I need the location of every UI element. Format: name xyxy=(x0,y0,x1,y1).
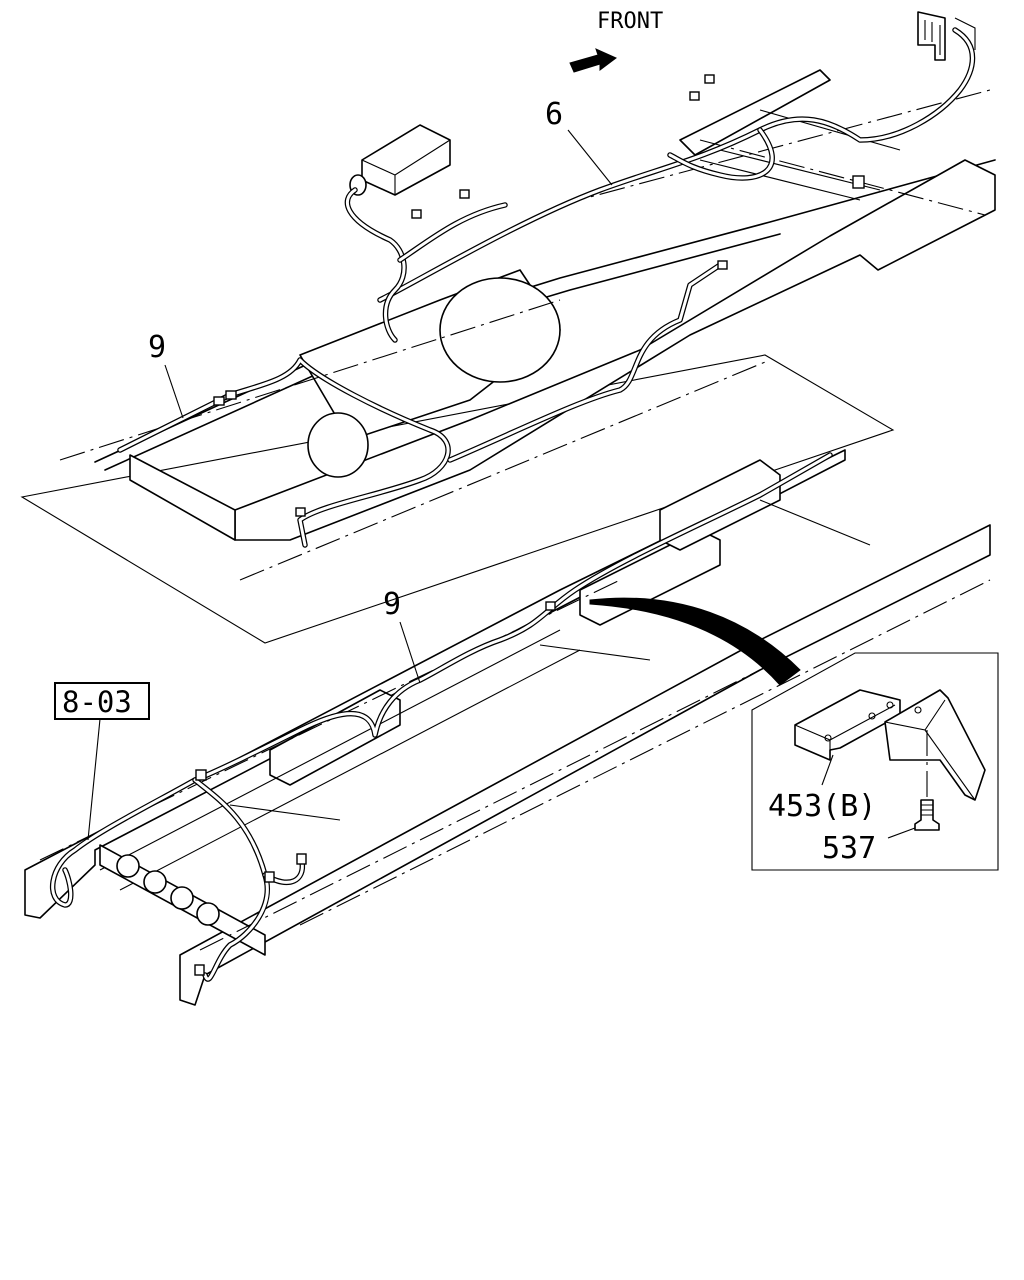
filter-box-top xyxy=(361,139,451,195)
upper-right-rail xyxy=(234,159,996,541)
leader-9-upper xyxy=(164,364,184,419)
connector-upper-5 xyxy=(852,175,865,189)
connector-lower-2 xyxy=(545,601,556,611)
leader-ref-box xyxy=(87,718,101,841)
arrow-right-icon xyxy=(569,48,617,73)
connector-upper-2 xyxy=(225,390,237,400)
label-6: 6 xyxy=(545,97,563,132)
connector-lower-1 xyxy=(195,769,207,781)
filter-box xyxy=(361,124,451,196)
label-9-lower: 9 xyxy=(383,587,401,622)
upper-centerline-2 xyxy=(559,89,991,206)
ref-box[interactable] xyxy=(54,682,150,720)
connector-lower-3 xyxy=(264,871,275,883)
part-labels: 6 9 9 8-03 xyxy=(54,97,613,841)
connector-lower-5 xyxy=(194,964,205,976)
lower-centerline-2 xyxy=(199,659,781,951)
connector-upper-7 xyxy=(704,74,715,84)
connector-lower-4 xyxy=(296,853,307,865)
connector-upper-1 xyxy=(213,396,225,406)
axle-end xyxy=(307,412,369,478)
rear-lamp-3 xyxy=(170,886,194,910)
detail-inset: 453(B) 537 xyxy=(751,652,999,871)
rear-lamp-1 xyxy=(116,854,140,878)
label-453b: 453(B) xyxy=(768,789,876,824)
bracket-453b xyxy=(794,689,901,761)
upper-harness xyxy=(117,11,976,548)
label-9-upper: 9 xyxy=(148,330,166,365)
connector-upper-6 xyxy=(689,91,700,101)
lower-inner-lines xyxy=(99,499,871,891)
leader-537 xyxy=(887,827,916,839)
upper-chassis xyxy=(20,69,996,644)
differential xyxy=(439,277,561,383)
upper-crossmember-2 xyxy=(679,69,831,156)
lower-crossmember-2 xyxy=(269,689,401,786)
detail-pointer xyxy=(589,597,801,686)
upper-centerline-4 xyxy=(699,139,986,216)
rear-lamp-2 xyxy=(143,870,167,894)
leader-9-lower xyxy=(399,621,421,684)
connector-upper-4 xyxy=(295,507,306,517)
connector-upper-9 xyxy=(411,209,422,219)
ref-box-label[interactable]: 8-03 xyxy=(62,685,132,719)
lower-centerline-3 xyxy=(299,579,991,926)
detail-inset-border xyxy=(751,652,999,871)
front-label: FRONT xyxy=(597,9,663,34)
rear-lamp-4 xyxy=(196,902,220,926)
front-indicator: FRONT xyxy=(569,9,663,73)
upper-centerline-3 xyxy=(239,359,771,581)
connector-upper-8 xyxy=(459,189,470,199)
upper-centerline-1 xyxy=(59,299,561,461)
label-537: 537 xyxy=(822,831,876,866)
connector-upper-3 xyxy=(717,260,728,270)
leader-6 xyxy=(567,129,613,186)
leader-453b xyxy=(821,754,834,786)
upper-crossmember-1 xyxy=(129,454,236,541)
lower-harness xyxy=(49,452,833,982)
